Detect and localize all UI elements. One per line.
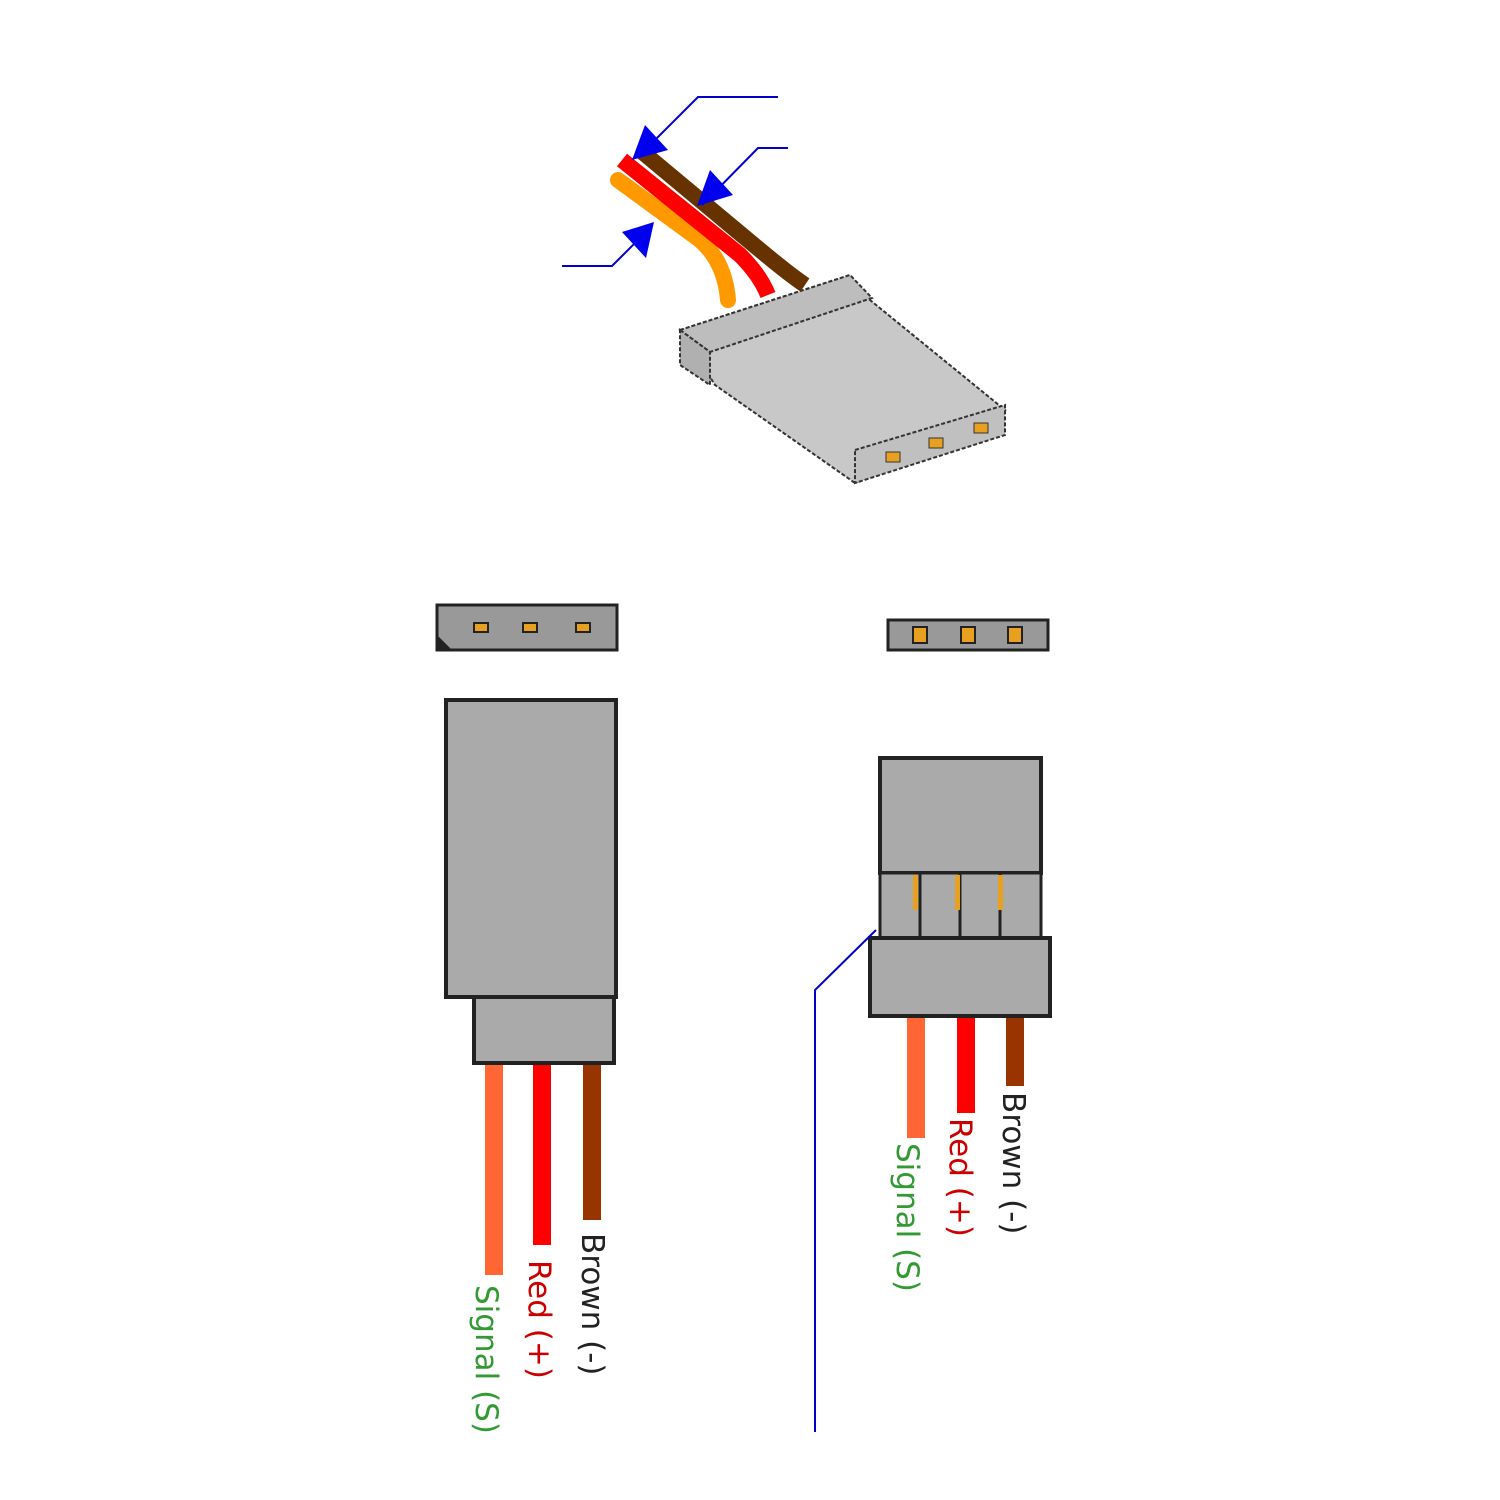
signal-wire-3d <box>610 172 736 308</box>
pin <box>955 875 960 910</box>
pin <box>998 875 1003 910</box>
pin-hole <box>960 626 976 644</box>
connector-body <box>878 756 1043 875</box>
pin-hole <box>973 422 989 434</box>
pin-hole <box>928 437 944 449</box>
arrow-icon <box>622 222 654 258</box>
pin-hole <box>1007 626 1023 644</box>
brown-wire <box>1006 1018 1024 1086</box>
pin-hole <box>473 622 489 633</box>
pin <box>913 875 918 910</box>
connector-collar <box>472 995 616 1065</box>
pin-hole <box>885 451 901 463</box>
connector-collar <box>868 936 1052 1018</box>
red-wire <box>533 1065 551 1245</box>
pin-hole <box>522 622 538 633</box>
brown-label: Brown (-) <box>995 1092 1031 1235</box>
signal-wire <box>907 1018 925 1138</box>
signal-label: Signal (S) <box>468 1285 504 1434</box>
pointer-line <box>639 96 778 156</box>
signal-wire <box>485 1065 503 1275</box>
connector-body <box>444 698 618 999</box>
right-connector: Brown (-) Red (+) Signal (S) <box>814 618 1052 1432</box>
left-connector: Brown (-) Red (+) Signal (S) <box>435 603 619 1434</box>
pin-hole <box>575 622 591 633</box>
brown-label: Brown (-) <box>574 1233 610 1376</box>
brown-wire <box>583 1065 601 1220</box>
connector-side <box>679 328 711 387</box>
red-label: Red (+) <box>942 1118 978 1237</box>
polarity-key <box>437 635 452 650</box>
isometric-connector <box>562 96 1007 485</box>
brown-wire-3d <box>634 143 810 292</box>
arrow-icon <box>697 170 733 206</box>
red-wire <box>957 1018 975 1113</box>
signal-label: Signal (S) <box>889 1143 925 1292</box>
pointer-line <box>814 929 877 1432</box>
arrow-icon <box>632 125 668 160</box>
pin-hole <box>912 626 928 644</box>
red-wire-3d <box>616 153 776 299</box>
red-label: Red (+) <box>521 1260 557 1379</box>
